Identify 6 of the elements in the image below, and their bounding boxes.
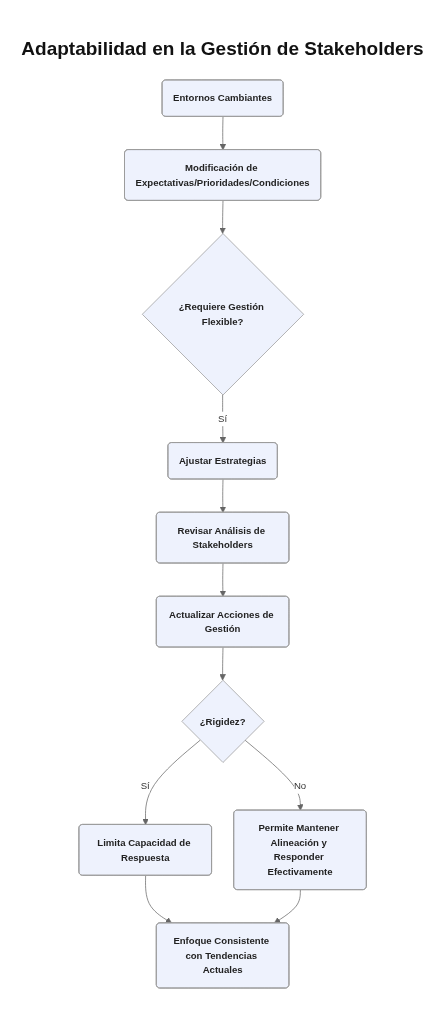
diagram-title: Adaptabilidad en la Gestión de Stakeholders — [20, 38, 425, 60]
edge-label: No — [293, 780, 307, 792]
edge-label: Sí — [140, 780, 150, 792]
edge-label: Sí — [217, 413, 228, 425]
node-diamond: ¿Requiere Gestión Flexible? — [141, 233, 304, 396]
node-diamond: ¿Rigidez? — [181, 679, 265, 763]
